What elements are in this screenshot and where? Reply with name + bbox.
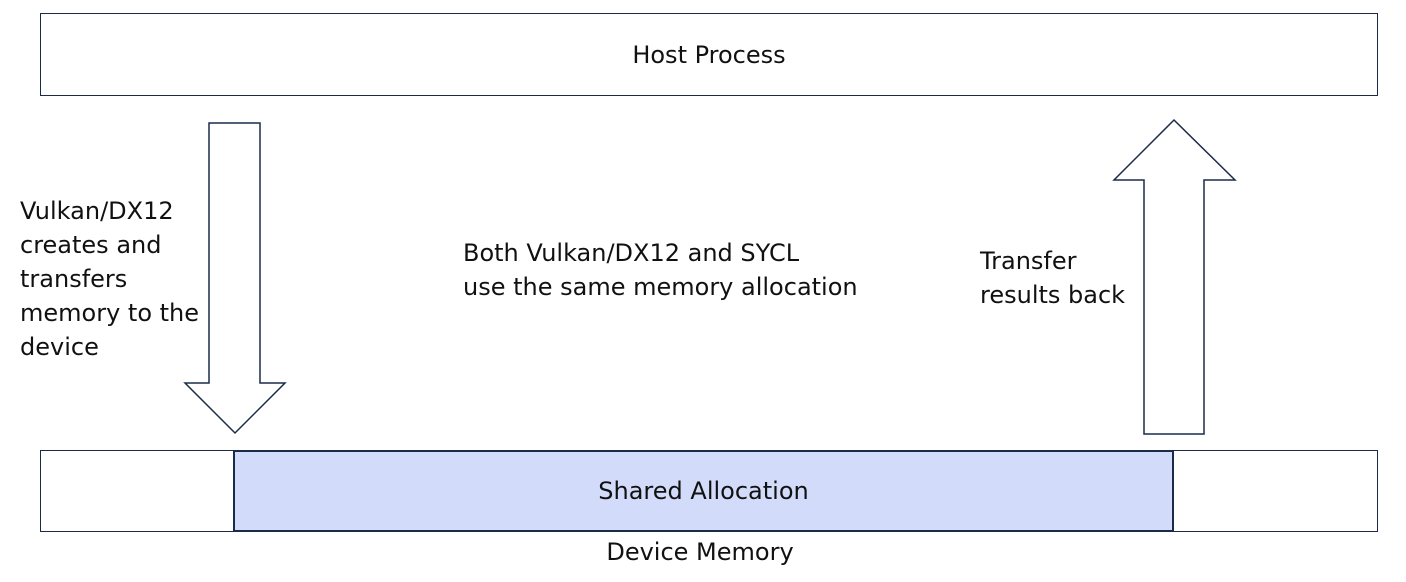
- transfer-back-caption: Transfer results back: [980, 247, 1126, 309]
- shared-allocation-label: Shared Allocation: [598, 477, 809, 505]
- device-memory-label: Device Memory: [606, 538, 794, 566]
- host-process-box: Host Process: [40, 13, 1378, 96]
- shared-allocation-box: Shared Allocation: [233, 450, 1174, 532]
- host-process-label: Host Process: [632, 40, 786, 69]
- shared-usage-caption: Both Vulkan/DX12 and SYCL use the same m…: [463, 239, 858, 301]
- transfer-to-device-caption: Vulkan/DX12 creates and transfers memory…: [20, 197, 200, 361]
